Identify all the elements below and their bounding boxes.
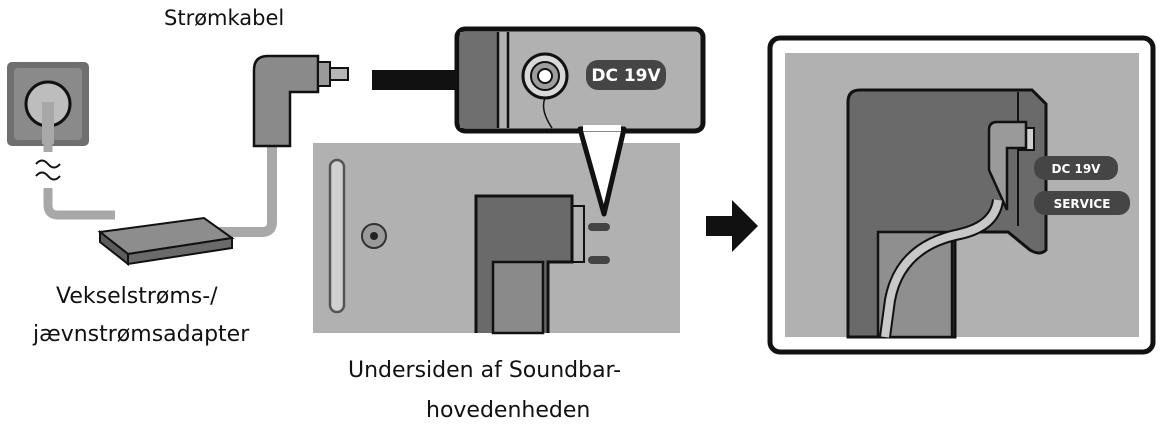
service-port-label-detail: SERVICE [1054, 197, 1111, 211]
dc-cable [205, 140, 277, 237]
power-plug-icon [252, 54, 349, 148]
underside-label-line2: hovedenheden [426, 398, 591, 423]
power-cable-label: Strømkabel [164, 6, 285, 30]
dc-port-label-detail: DC 19V [1052, 162, 1102, 176]
adapter-label-line1: Vekselstrøms-/ [56, 284, 218, 309]
dc-port-label-zoom: DC 19V [591, 66, 661, 86]
mains-cord [34, 140, 115, 220]
arrow-right-large-icon [706, 200, 758, 252]
underside-label-line1: Undersiden af Soundbar- [348, 358, 622, 383]
zoom-callout [454, 26, 706, 217]
adapter-box-icon [97, 216, 235, 267]
adapter-label-line2: jævnstrømsadapter [33, 322, 250, 347]
soundbar-underside [313, 143, 680, 335]
wall-socket-icon [7, 62, 89, 146]
detail-panel [767, 35, 1156, 355]
